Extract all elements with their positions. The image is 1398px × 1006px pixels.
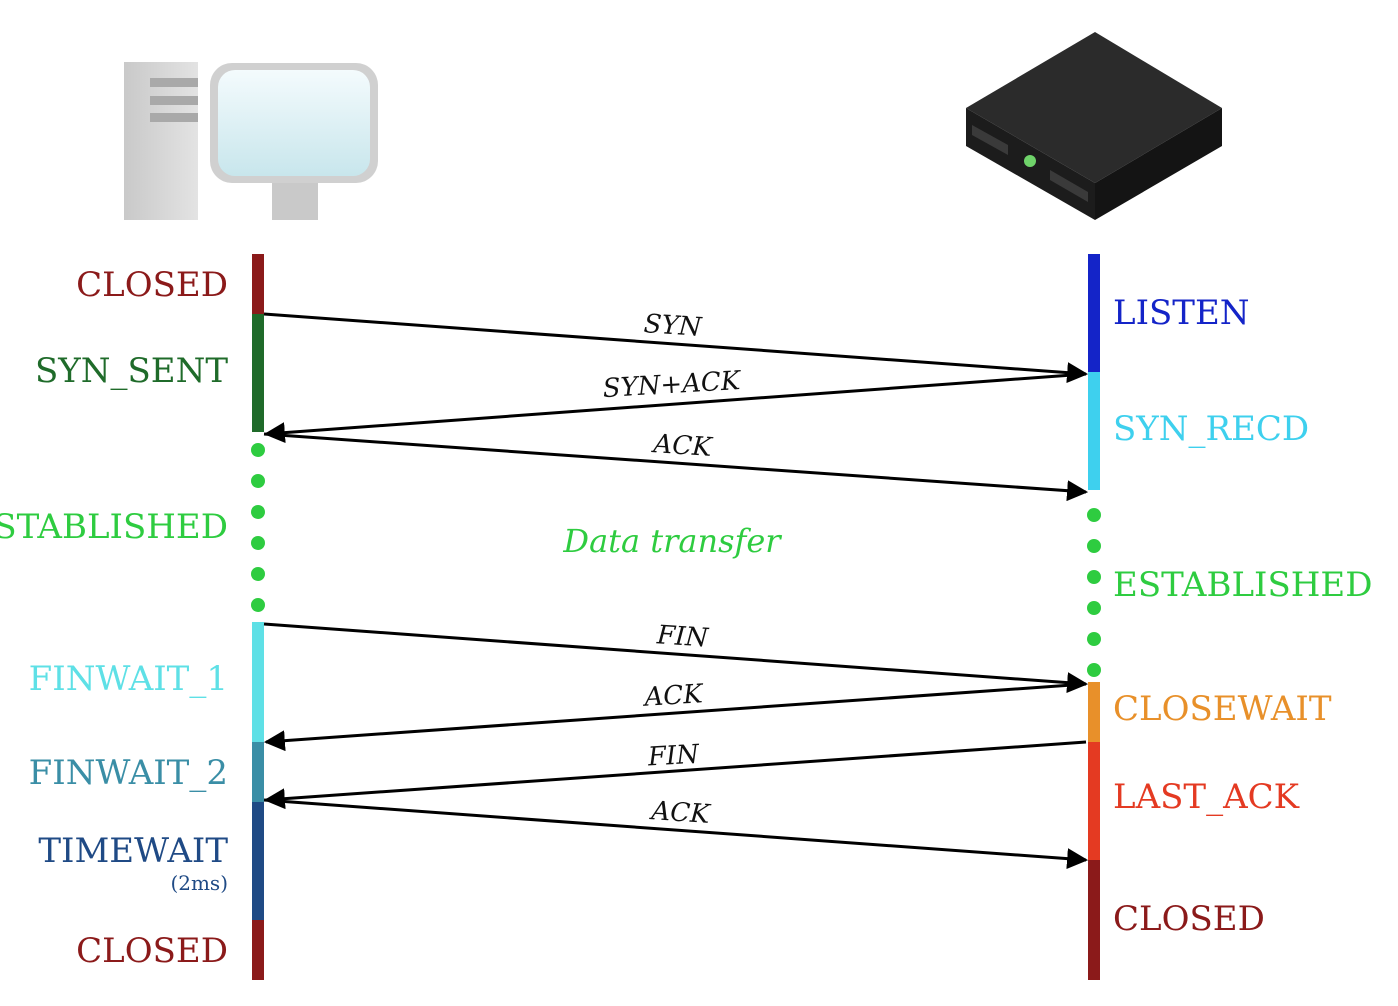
- server-state-last-ack: LAST_ACK: [1113, 777, 1300, 817]
- client-timeline-segment: [252, 314, 264, 432]
- client-state-established: ESTABLISHED: [0, 507, 228, 547]
- arrow-fin-4: [263, 622, 1089, 694]
- server-state-labels: LISTEN SYN_RECD ESTABLISHED CLOSEWAIT LA…: [1113, 293, 1373, 939]
- message-label-fin-2: FIN: [646, 739, 701, 772]
- arrow-syn-ack-2: [263, 372, 1087, 444]
- server-state-closed: CLOSED: [1113, 899, 1265, 939]
- message-label-fin: FIN: [655, 620, 710, 653]
- client-timeline-segment: [252, 920, 264, 980]
- client-state-timewait-duration: (2ms): [170, 871, 228, 895]
- client-timeline-segment: [252, 802, 264, 920]
- client-state-finwait-2: FINWAIT_2: [29, 753, 228, 793]
- client-timeline-segment: [252, 742, 264, 802]
- client-state-syn-sent: SYN_SENT: [35, 351, 228, 391]
- server-timeline-segment: [1088, 860, 1100, 980]
- message-label-syn-ack: SYN+ACK: [602, 366, 743, 404]
- client-established-dot: [251, 598, 265, 612]
- message-label-ack-2: ACK: [642, 679, 705, 713]
- server-established-dot: [1087, 508, 1101, 522]
- arrow-fin-6: [263, 740, 1087, 810]
- client-established-dot: [251, 536, 265, 550]
- client-established-dot: [251, 443, 265, 457]
- client-state-labels: CLOSED SYN_SENT ESTABLISHED FINWAIT_1 FI…: [0, 265, 228, 971]
- server-state-syn-recd: SYN_RECD: [1113, 409, 1309, 449]
- data-transfer-label: Data transfer: [562, 522, 782, 560]
- server-established-dot: [1087, 539, 1101, 553]
- server-timeline-segment: [1088, 742, 1100, 860]
- server-box-icon: [966, 32, 1222, 220]
- client-state-closed: CLOSED: [76, 265, 228, 305]
- arrow-ack-7: [263, 798, 1089, 870]
- server-timeline-segment: [1088, 372, 1100, 490]
- server-established-dot: [1087, 570, 1101, 584]
- message-arrows: [263, 312, 1089, 870]
- server-state-listen: LISTEN: [1113, 293, 1250, 333]
- server-timeline: [1087, 254, 1101, 980]
- message-label-ack-3: ACK: [649, 796, 713, 830]
- client-established-dot: [251, 474, 265, 488]
- client-timeline: [251, 254, 265, 980]
- message-labels: SYN SYN+ACK ACK FIN ACK FIN ACK Data tra…: [562, 309, 782, 830]
- client-established-dot: [251, 567, 265, 581]
- client-state-timewait: TIMEWAIT: [38, 831, 228, 871]
- client-timeline-segment: [252, 622, 264, 742]
- server-established-dot: [1087, 632, 1101, 646]
- arrow-ack-5: [263, 682, 1087, 752]
- client-timeline-segment: [252, 254, 264, 314]
- server-timeline-segment: [1088, 682, 1100, 742]
- client-established-dot: [251, 505, 265, 519]
- message-label-ack: ACK: [651, 429, 715, 463]
- arrow-syn-1: [263, 312, 1089, 384]
- client-state-finwait-1: FINWAIT_1: [29, 659, 228, 699]
- server-established-dot: [1087, 663, 1101, 677]
- arrow-ack-3: [263, 432, 1089, 502]
- server-state-established: ESTABLISHED: [1113, 565, 1373, 605]
- server-established-dot: [1087, 601, 1101, 615]
- server-timeline-segment: [1088, 254, 1100, 372]
- message-label-syn: SYN: [643, 309, 704, 343]
- client-state-closed-final: CLOSED: [76, 931, 228, 971]
- server-state-closewait: CLOSEWAIT: [1113, 689, 1332, 729]
- desktop-computer-icon: [124, 62, 378, 220]
